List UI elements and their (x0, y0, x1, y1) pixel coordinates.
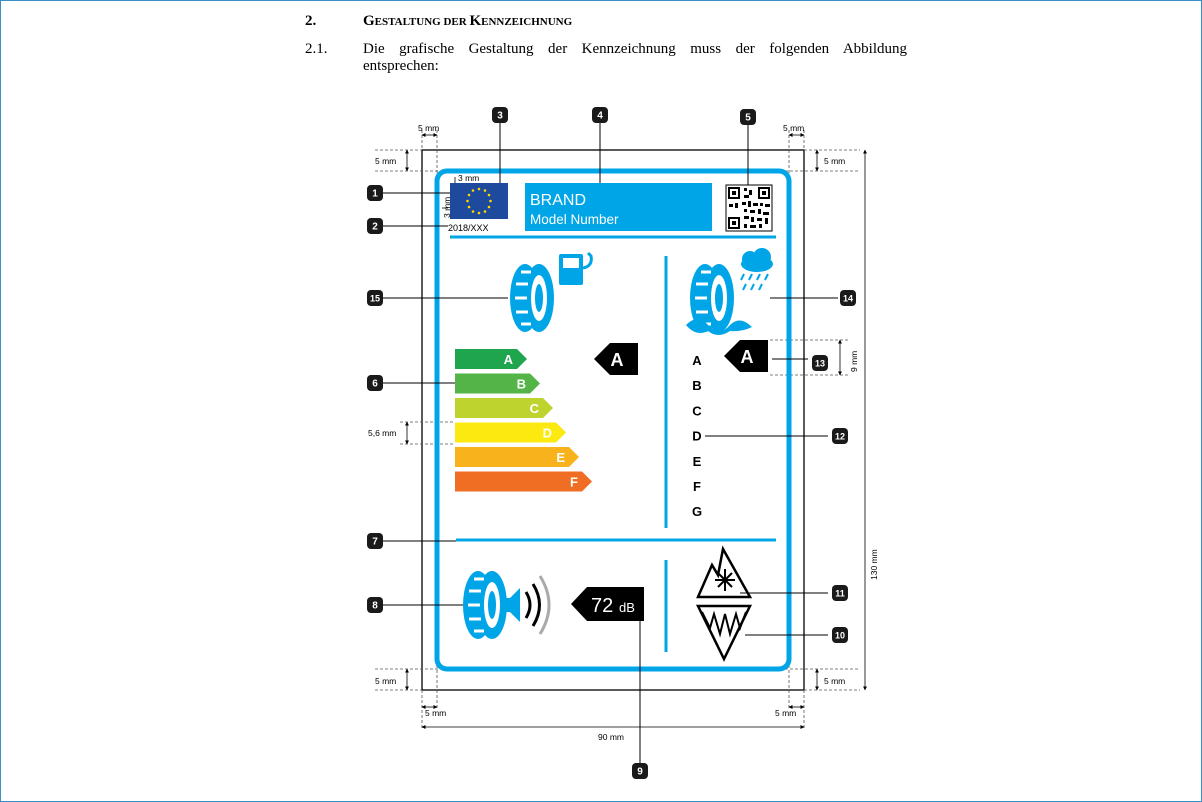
callout-10: 10 (832, 627, 848, 643)
callout-11: 11 (832, 585, 848, 601)
section-title-rest2: ENNZEICHNUNG (481, 16, 573, 28)
callout-7: 7 (367, 533, 383, 549)
fuel-pump-icon (559, 251, 593, 285)
energy-bar-d (455, 422, 566, 443)
noise-value: 72 (591, 595, 613, 617)
ice-grip-icon (695, 604, 753, 662)
qr-code-icon (725, 184, 773, 232)
dim-5mm-right-top: 5 mm (824, 156, 845, 166)
callout-number: 11 (835, 589, 845, 599)
dim-130mm: 130 mm (869, 549, 879, 580)
wet-class-letter: A (741, 347, 754, 367)
regulation-number: 2018/XXX (448, 223, 489, 233)
dim-5-6mm: 5,6 mm (368, 428, 396, 438)
energy-bar-f (455, 471, 592, 492)
energy-bar-label: D (543, 426, 552, 441)
energy-bar-c (455, 398, 553, 418)
label-outer-border (421, 149, 805, 691)
section-title-cap1: G (363, 13, 375, 29)
section-heading: 2. GESTALTUNG DER KENNZEICHNUNG (305, 13, 572, 30)
model-number: Model Number (530, 212, 619, 227)
wet-scale-letter: A (692, 353, 702, 368)
energy-bar-label: F (570, 475, 578, 490)
energy-bar-label: B (517, 377, 526, 392)
callout-number: 12 (835, 432, 845, 442)
energy-bar-label: C (530, 401, 540, 416)
noise-value-arrow (571, 587, 644, 621)
callout-1: 1 (367, 185, 383, 201)
callout-14: 14 (840, 290, 856, 306)
callout-4: 4 (592, 107, 608, 123)
callout-15: 15 (367, 290, 383, 306)
section-title-rest1: ESTALTUNG DER (374, 16, 470, 28)
wet-scale-letter: C (692, 403, 702, 418)
callout-6: 6 (367, 375, 383, 391)
rain-cloud-icon (740, 248, 773, 291)
wet-class-arrow (724, 340, 768, 372)
fuel-tyre-icon (508, 262, 556, 334)
callout-number: 14 (843, 294, 853, 304)
callout-number: 2 (372, 222, 378, 233)
energy-bar-label: A (504, 352, 514, 367)
callout-number: 3 (497, 111, 503, 122)
dim-90mm: 90 mm (598, 732, 624, 742)
section-number: 2. (305, 13, 317, 29)
wet-scale-letter: E (693, 454, 702, 469)
section-title-cap2: K (469, 13, 482, 29)
paragraph-number: 2.1. (305, 41, 328, 57)
callout-number: 4 (597, 111, 603, 122)
dim-5mm-top-right: 5 mm (783, 123, 804, 133)
dim-5mm-bottom-right: 5 mm (775, 708, 796, 718)
noise-unit: dB (619, 600, 635, 615)
dim-5mm-top-left: 5 mm (418, 123, 439, 133)
wet-scale-letter: B (692, 378, 701, 393)
callout-number: 1 (372, 189, 378, 200)
callout-5: 5 (740, 109, 756, 125)
snow-grip-icon (696, 545, 753, 599)
wet-scale-letter: G (692, 504, 702, 519)
callout-number: 6 (372, 379, 378, 390)
fuel-class-letter: A (611, 350, 624, 370)
energy-bar-a (455, 349, 527, 369)
callout-9: 9 (632, 763, 648, 779)
wet-scale-letter: D (692, 429, 701, 444)
dim-5mm-right-bottom: 5 mm (824, 676, 845, 686)
callout-2: 2 (367, 218, 383, 234)
dim-3mm-side: 3 mm (442, 197, 452, 218)
dim-5mm-left-top: 5 mm (375, 156, 396, 166)
brand-box (525, 183, 712, 231)
speaker-icon (500, 575, 551, 635)
energy-bar-e (455, 447, 579, 467)
callout-number: 10 (835, 631, 845, 641)
dim-5mm-bottom-left: 5 mm (425, 708, 446, 718)
callout-13: 13 (812, 355, 828, 371)
callout-number: 8 (372, 601, 378, 612)
callout-number: 13 (815, 359, 825, 369)
dim-5mm-left-bottom: 5 mm (375, 676, 396, 686)
callout-number: 5 (745, 113, 751, 124)
fuel-class-arrow (594, 343, 638, 375)
label-inner-frame (434, 168, 792, 672)
dim-9mm: 9 mm (849, 351, 859, 372)
callout-number: 9 (637, 767, 643, 778)
dim-3mm-top: 3 mm (458, 173, 479, 183)
energy-bar-b (455, 373, 540, 394)
callout-12: 12 (832, 428, 848, 444)
callout-number: 15 (370, 294, 380, 304)
callout-number: 7 (372, 537, 378, 548)
energy-bar-label: E (556, 450, 565, 465)
callout-8: 8 (367, 597, 383, 613)
paragraph-2-1: 2.1. Die grafische Gestaltung der Kennze… (305, 41, 907, 75)
wet-scale-letter: F (693, 479, 701, 494)
brand-name: BRAND (530, 192, 586, 209)
paragraph-text-line1: Die grafische Gestaltung der Kennzeichnu… (363, 41, 907, 57)
callout-3: 3 (492, 107, 508, 123)
paragraph-text-line2: entsprechen: (363, 58, 439, 74)
